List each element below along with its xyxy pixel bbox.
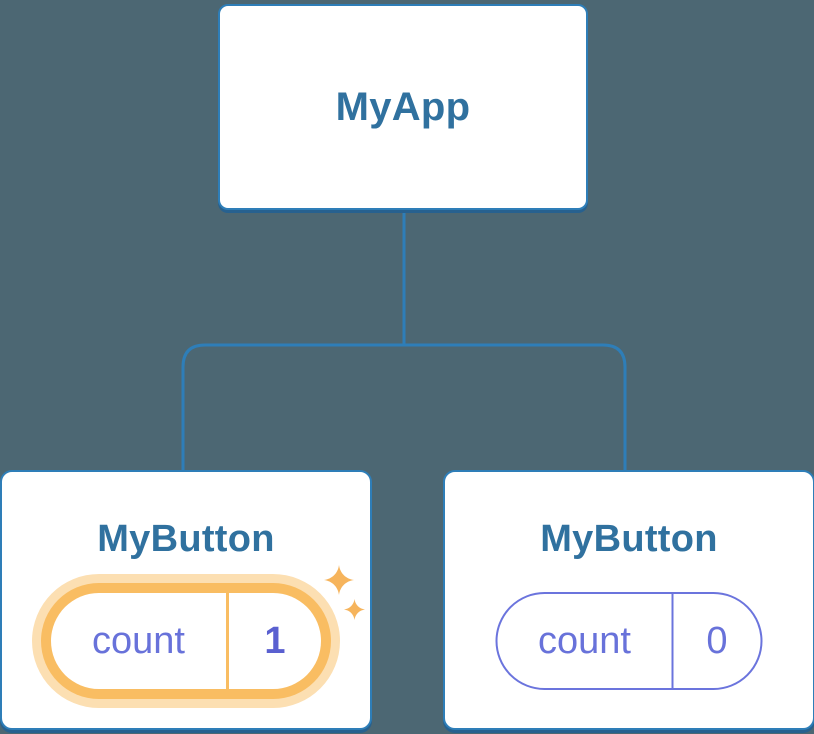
sparkle-icon (344, 599, 365, 620)
node-myapp: MyApp (218, 4, 588, 210)
state-value: 0 (706, 619, 728, 662)
node-label: MyButton (540, 518, 718, 560)
node-mybutton-highlighted: MyButton count 1 (0, 470, 372, 730)
node-label: MyApp (335, 84, 471, 129)
state-key-label: count (498, 594, 674, 688)
connector-branch-line (181, 343, 627, 482)
state-pill: count 0 (495, 592, 763, 690)
node-label: MyButton (97, 518, 275, 560)
state-value: 1 (264, 619, 286, 662)
state-pill-highlighted: count 1 (51, 593, 321, 689)
state-key-label: count (51, 593, 229, 689)
sparkle-icon (324, 565, 354, 595)
node-mybutton-plain: MyButton count 0 (443, 470, 814, 730)
